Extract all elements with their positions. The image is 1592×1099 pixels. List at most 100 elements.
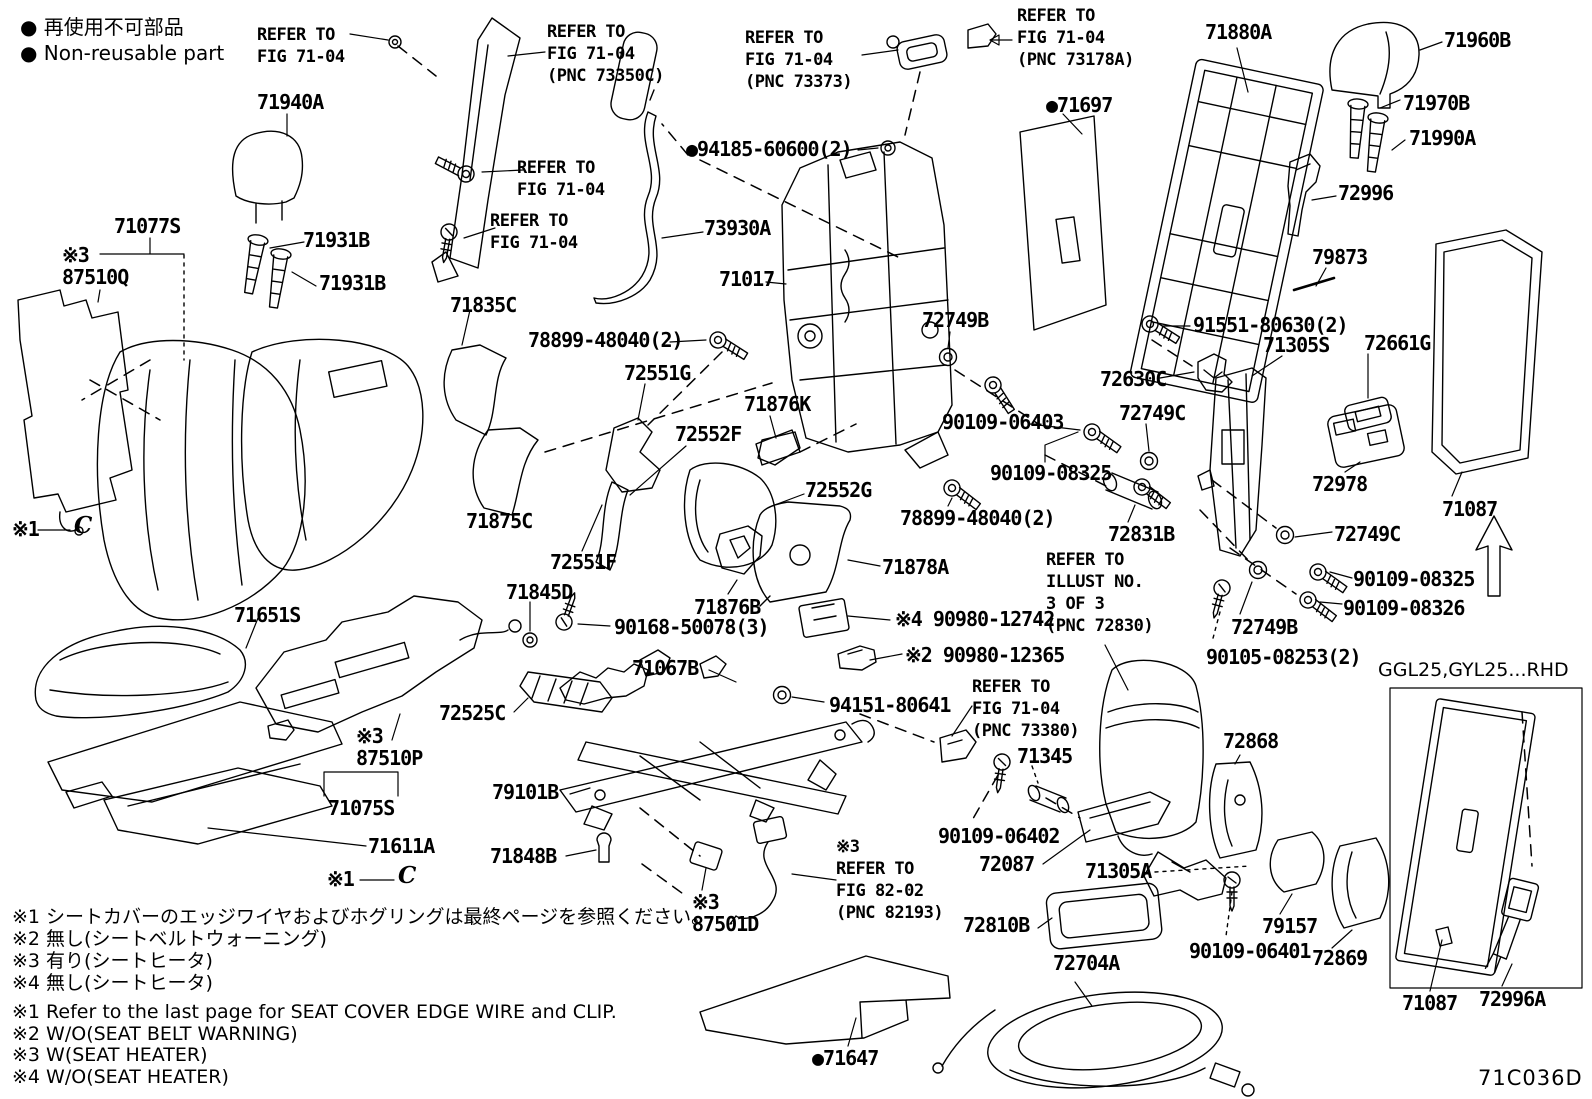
part-label: 71611A	[368, 834, 435, 858]
nut-71845d	[522, 632, 538, 648]
part-71970b-support-drawing	[1343, 97, 1370, 160]
part-82193-harness-drawing	[729, 815, 788, 925]
bolt-90109-06403	[1079, 421, 1126, 455]
part-label: 79101B	[492, 780, 559, 804]
part-label: 71960B	[1444, 28, 1511, 52]
footnote-line: ※2 無し(シートベルトウォーニング)	[12, 928, 327, 950]
part-label: 72996	[1338, 181, 1394, 205]
part-label: ※1	[12, 517, 40, 541]
part-label: 78899-48040(2)	[528, 328, 684, 352]
part-label: 71017	[719, 267, 775, 291]
part-71305a-bracket-drawing	[1143, 851, 1227, 901]
washer-72749c-right	[1275, 525, 1295, 545]
part-72552f-piece-drawing	[595, 481, 629, 571]
part-label: ※2 90980-12365	[905, 643, 1065, 667]
leader-lines	[37, 33, 1513, 1047]
part-label: 90109-06402	[938, 824, 1060, 848]
part-label: REFER TO ILLUST NO. 3 OF 3 (PNC 72830)	[1046, 550, 1154, 637]
up-arrow-drawing	[1475, 515, 1513, 597]
washer-72749c-top	[1139, 451, 1159, 471]
part-71940a-headrest	[231, 130, 304, 224]
dashed-connector-lines	[81, 45, 1533, 937]
bolt-90109-08325-mid	[1129, 476, 1176, 510]
part-72810b-lid-drawing	[1045, 882, 1163, 950]
nut-refer-top	[388, 35, 402, 49]
part-71647-mat-drawing	[699, 955, 951, 1045]
part-94151-grommet-drawing	[772, 685, 792, 705]
part-72552g-cup-drawing	[683, 462, 777, 568]
part-label: C	[74, 512, 93, 539]
part-rhd-panel-drawing	[1395, 698, 1536, 976]
part-label: 71875C	[466, 509, 533, 533]
part-label: 71087	[1402, 991, 1458, 1015]
part-label: ●71697	[1046, 93, 1113, 117]
part-73930a-wire-drawing	[593, 89, 661, 305]
part-71835c-shield-drawing	[443, 344, 507, 436]
part-71611a-pad-drawing	[65, 763, 333, 845]
part-71931b-support2-drawing	[262, 246, 293, 310]
footnote-line: ※2 W/O(SEAT BELT WARNING)	[12, 1022, 298, 1045]
part-label: REFER TO FIG 71-04 (PNC 73373)	[745, 28, 853, 93]
part-label: 71345	[1017, 744, 1073, 768]
part-72525c-handle-drawing	[519, 671, 613, 713]
part-label: 71305A	[1085, 859, 1152, 883]
legend-line-en: ● Non-reusable part	[20, 41, 225, 65]
part-71017-frame-drawing	[755, 141, 953, 469]
rhd-variant-box	[1389, 687, 1583, 989]
part-71960b-headrest-drawing	[1329, 21, 1420, 109]
part-back-shell-drawing	[240, 338, 424, 571]
part-label: 91551-80630(2)	[1193, 313, 1349, 337]
part-71075s-board-drawing	[47, 701, 399, 803]
nut-refer-top2	[391, 38, 399, 46]
part-label: 72749B	[922, 308, 989, 332]
part-71878a-hole	[789, 544, 811, 566]
part-label: REFER TO FIG 71-04 (PNC 73350C)	[547, 22, 664, 87]
part-label: 71880A	[1205, 20, 1272, 44]
part-72661g-bracket-drawing	[1344, 396, 1392, 432]
part-label: 90109-08325	[990, 461, 1112, 485]
part-label: 71075S	[328, 796, 395, 820]
part-label: 79157	[1262, 914, 1318, 938]
part-label: 90105-08253(2)	[1206, 645, 1362, 669]
part-72869-shoe-drawing	[1331, 837, 1390, 929]
part-label: 72630C	[1100, 367, 1167, 391]
part-71697-pad-drawing	[1019, 115, 1107, 331]
part-71087-tab-drawing	[1435, 926, 1453, 947]
part-label: GGL25,GYL25...RHD	[1378, 659, 1569, 681]
part-label: 71931B	[303, 228, 370, 252]
part-label: REFER TO FIG 71-04	[490, 211, 578, 254]
part-label: 90109-06401	[1189, 939, 1311, 963]
part-label: ※3 87510Q	[62, 243, 129, 290]
part-label: 90109-08326	[1343, 596, 1465, 620]
part-label: 71876B	[694, 595, 761, 619]
part-label: 72661G	[1364, 331, 1431, 355]
part-label: 72704A	[1053, 951, 1120, 975]
footnote-line: ※1 シートカバーのエッジワイヤおよびホグリングは最終ページを参照ください。	[12, 906, 711, 928]
part-label: 71848B	[490, 844, 557, 868]
part-label: 90168-50078(3)	[614, 615, 770, 639]
footnote-line: ※1 Refer to the last page for SEAT COVER…	[12, 1001, 617, 1023]
nut-71845d2	[526, 636, 534, 644]
footnote-line: ※3 W(SEAT HEATER)	[12, 1044, 208, 1066]
part-armrest-drawing	[1099, 659, 1204, 856]
part-label: 71067B	[632, 656, 699, 680]
screw-90109-06402	[989, 752, 1012, 795]
diagram-code: 71C036D	[1478, 1066, 1583, 1090]
part-72978-module-drawing	[1327, 404, 1405, 468]
part-79101b-frame-drawing	[559, 719, 875, 831]
part-label: 71087	[1442, 497, 1498, 521]
part-label: REFER TO FIG 71-04	[517, 158, 605, 201]
part-label: ※3 87510P	[356, 724, 423, 771]
part-label: 72551F	[550, 550, 617, 574]
part-label: 72749C	[1334, 522, 1401, 546]
nut-94185b	[884, 144, 892, 152]
part-label: C	[398, 862, 417, 889]
part-label: ●71647	[812, 1046, 879, 1070]
part-label: 72749C	[1119, 401, 1186, 425]
part-label: 71876K	[744, 392, 811, 416]
part-87510p-heater-drawing	[255, 595, 522, 733]
part-79873-rod-drawing	[1292, 276, 1336, 292]
part-label: 72996A	[1479, 987, 1546, 1011]
